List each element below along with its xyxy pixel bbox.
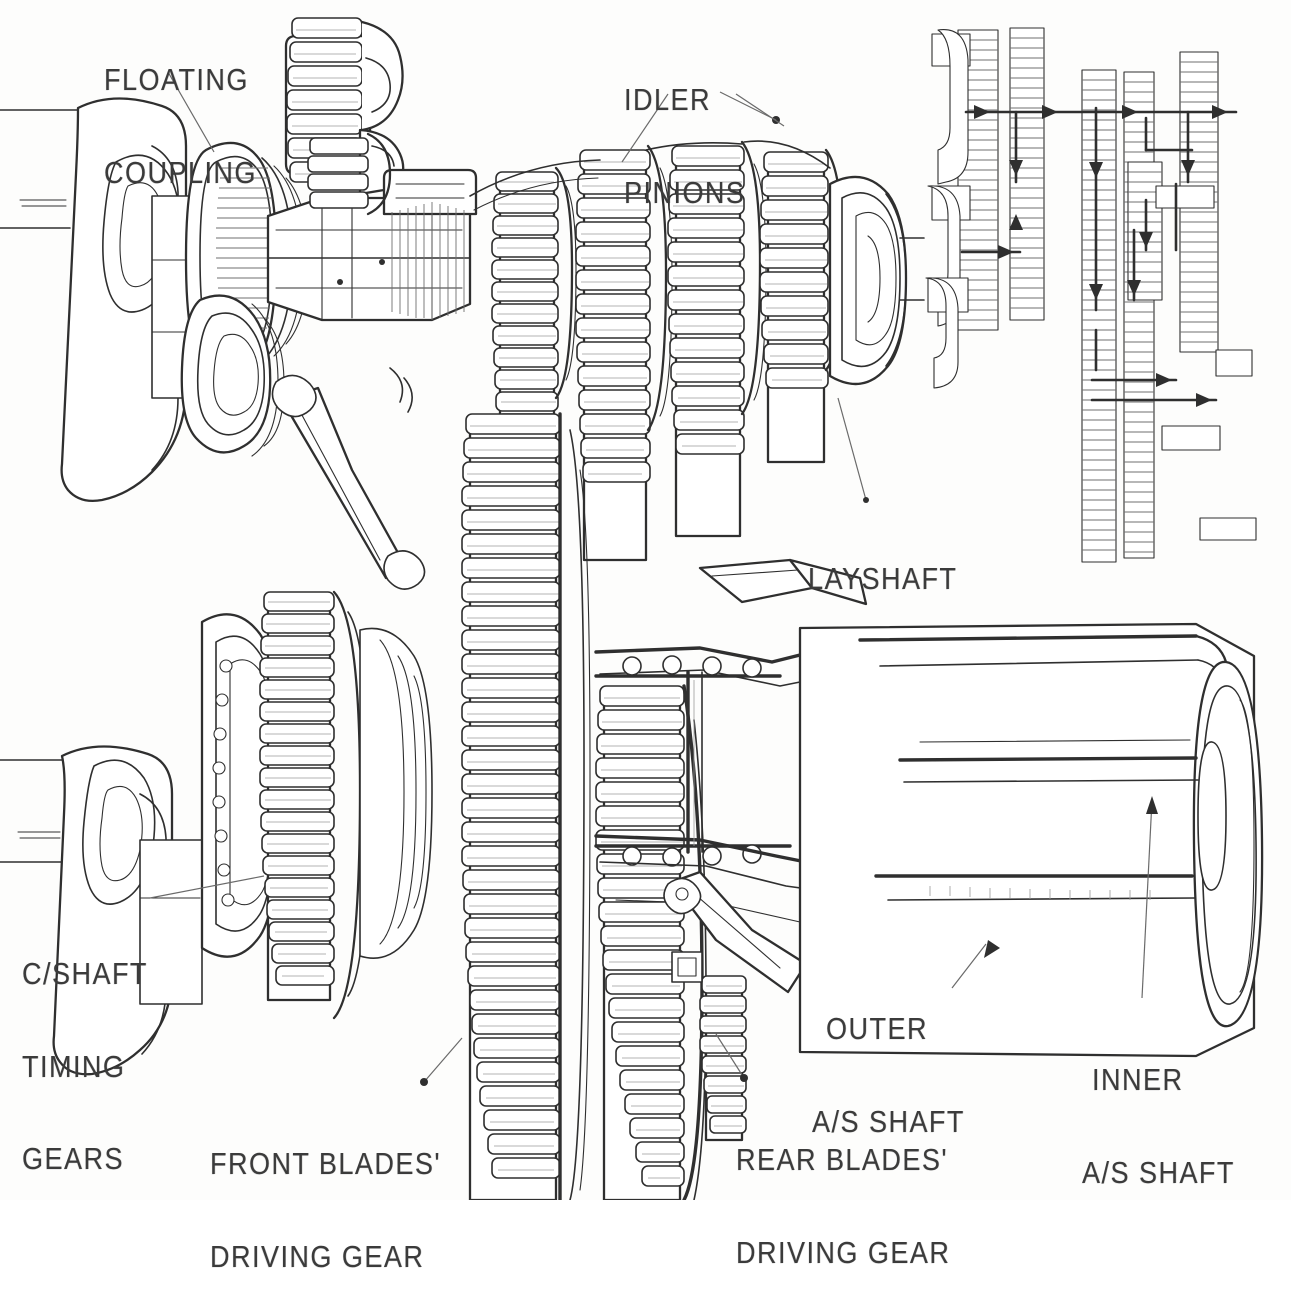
lower-idler-gear (699, 975, 747, 1142)
power-flow-schematic-inset (925, 27, 1257, 563)
inner-as-shaft-tube (898, 739, 1227, 891)
label-outer-as-shaft: OUTER A/S SHAFT (812, 1012, 965, 1139)
layshaft-gear (759, 148, 844, 464)
schematic-flange (925, 29, 971, 389)
upper-idler-gear (284, 17, 405, 196)
rear-blades-driving-gear (595, 684, 707, 1200)
schematic-flange (1155, 185, 1257, 541)
label-cshaft-timing-gears: C/SHAFT TIMING GEARS (22, 957, 148, 1177)
drawing-sheet: .ln{fill:none;stroke:#2f2f2f;stroke-line… (0, 17, 1264, 1272)
floating-coupling-splined-collar (180, 141, 309, 457)
label-inner-as-shaft: INNER A/S SHAFT (1082, 1063, 1235, 1190)
technical-drawing-canvas: .ln{fill:none;stroke:#2f2f2f;stroke-line… (0, 17, 1264, 1200)
label-idler-pinions: IDLER PINIONS (624, 83, 746, 210)
gear-cluster-pinion-b (575, 144, 673, 562)
outer-as-shaft-tube (798, 622, 1264, 1058)
schematic-gear-block (1081, 69, 1117, 563)
schematic-arrowhead (974, 105, 1228, 407)
section-hatching (929, 886, 1151, 900)
layshaft-bearing-hub (828, 175, 925, 386)
leader-lines (149, 71, 1158, 1086)
gear-case-strap (469, 91, 831, 211)
label-front-blades-driving-gear: FRONT BLADES' DRIVING GEAR (210, 1147, 442, 1274)
main-input-shaft (266, 132, 478, 322)
timing-drive-linkage (271, 367, 426, 590)
cshaft-timing-gear-assembly (200, 590, 433, 1020)
lower-mounting-bracket (0, 745, 203, 1076)
floating-coupling-assembly (0, 97, 229, 503)
front-blades-driving-gear (461, 412, 591, 1200)
label-layshaft: LAYSHAFT (808, 562, 958, 597)
schematic-gear-block (1123, 71, 1155, 559)
label-floating-coupling: FLOATING COUPLING (104, 63, 257, 190)
gear-cluster-pinion-c (667, 140, 767, 538)
